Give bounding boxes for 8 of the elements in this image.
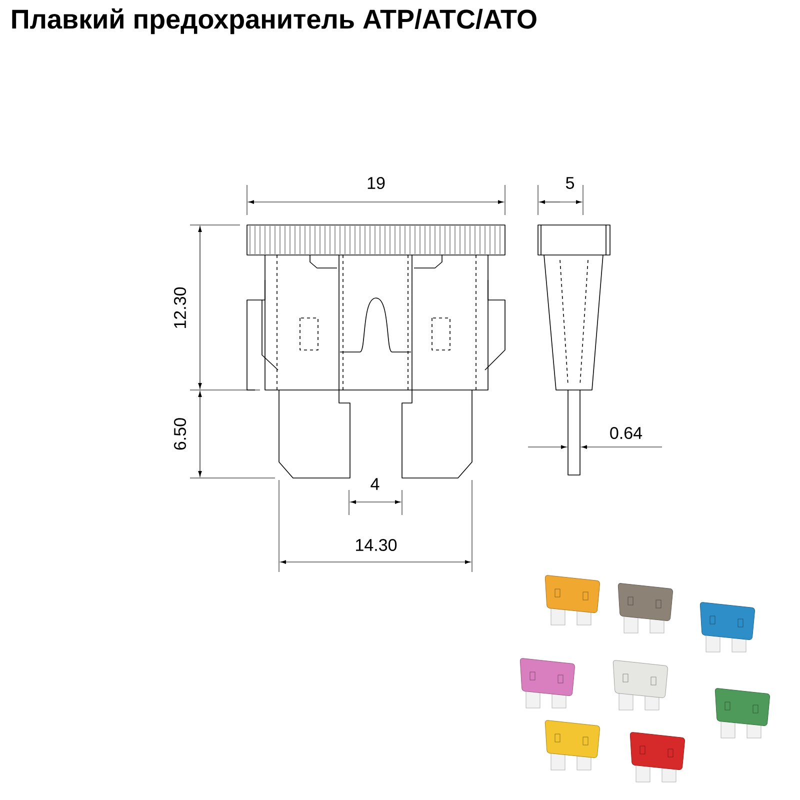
- dimension-label: 5: [566, 177, 574, 189]
- dimension-label: 19: [368, 176, 385, 190]
- dimension-label: 0.64: [610, 426, 642, 440]
- dimension-label: 4: [370, 478, 380, 490]
- title: Плавкий предохранитель ATP/ATC/ATO: [12, 8, 536, 34]
- dimension-label: 12.30: [174, 287, 186, 328]
- dimension-label: 6.50: [174, 418, 186, 450]
- dimension-label: 14.30: [356, 538, 397, 552]
